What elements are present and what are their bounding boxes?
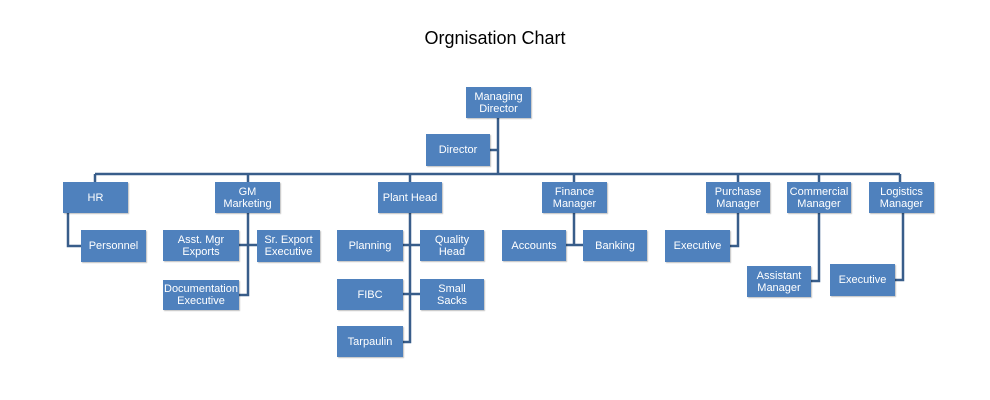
node-asst-mgr-exports: Asst. Mgr Exports <box>163 230 239 261</box>
node-hr: HR <box>63 182 128 213</box>
connector-plant-branch <box>403 213 412 344</box>
node-gm-marketing: GM Marketing <box>215 182 280 213</box>
node-planning: Planning <box>337 230 403 261</box>
node-logistics-executive: Executive <box>830 264 895 296</box>
connector-purchase-branch <box>730 213 740 248</box>
node-managing-director: Managing Director <box>466 87 531 118</box>
node-accounts: Accounts <box>502 230 566 261</box>
node-purchase-manager: Purchase Manager <box>706 182 770 213</box>
node-purchase-executive: Executive <box>665 230 730 262</box>
node-fibc: FIBC <box>337 279 403 310</box>
node-documentation-executive: Documentation Executive <box>163 280 239 310</box>
node-personnel: Personnel <box>81 230 146 262</box>
node-assistant-manager: Assistant Manager <box>747 266 811 297</box>
node-tarpaulin: Tarpaulin <box>337 326 403 357</box>
node-director: Director <box>426 134 490 166</box>
node-sr-export-executive: Sr. Export Executive <box>257 230 320 262</box>
connector-personnel <box>66 213 81 248</box>
node-quality-head: Quality Head <box>420 230 484 261</box>
node-banking: Banking <box>583 230 647 261</box>
node-finance-manager: Finance Manager <box>542 182 607 213</box>
node-logistics-manager: Logistics Manager <box>869 182 934 213</box>
connector-logistics-branch <box>895 213 905 282</box>
node-small-sacks: Small Sacks <box>420 279 484 310</box>
connector-gm-branch <box>239 213 250 297</box>
node-plant-head: Plant Head <box>378 182 442 213</box>
node-commercial-manager: Commercial Manager <box>787 182 851 213</box>
connector-commercial-branch <box>811 213 821 283</box>
chart-title: Orgnisation Chart <box>424 28 566 48</box>
